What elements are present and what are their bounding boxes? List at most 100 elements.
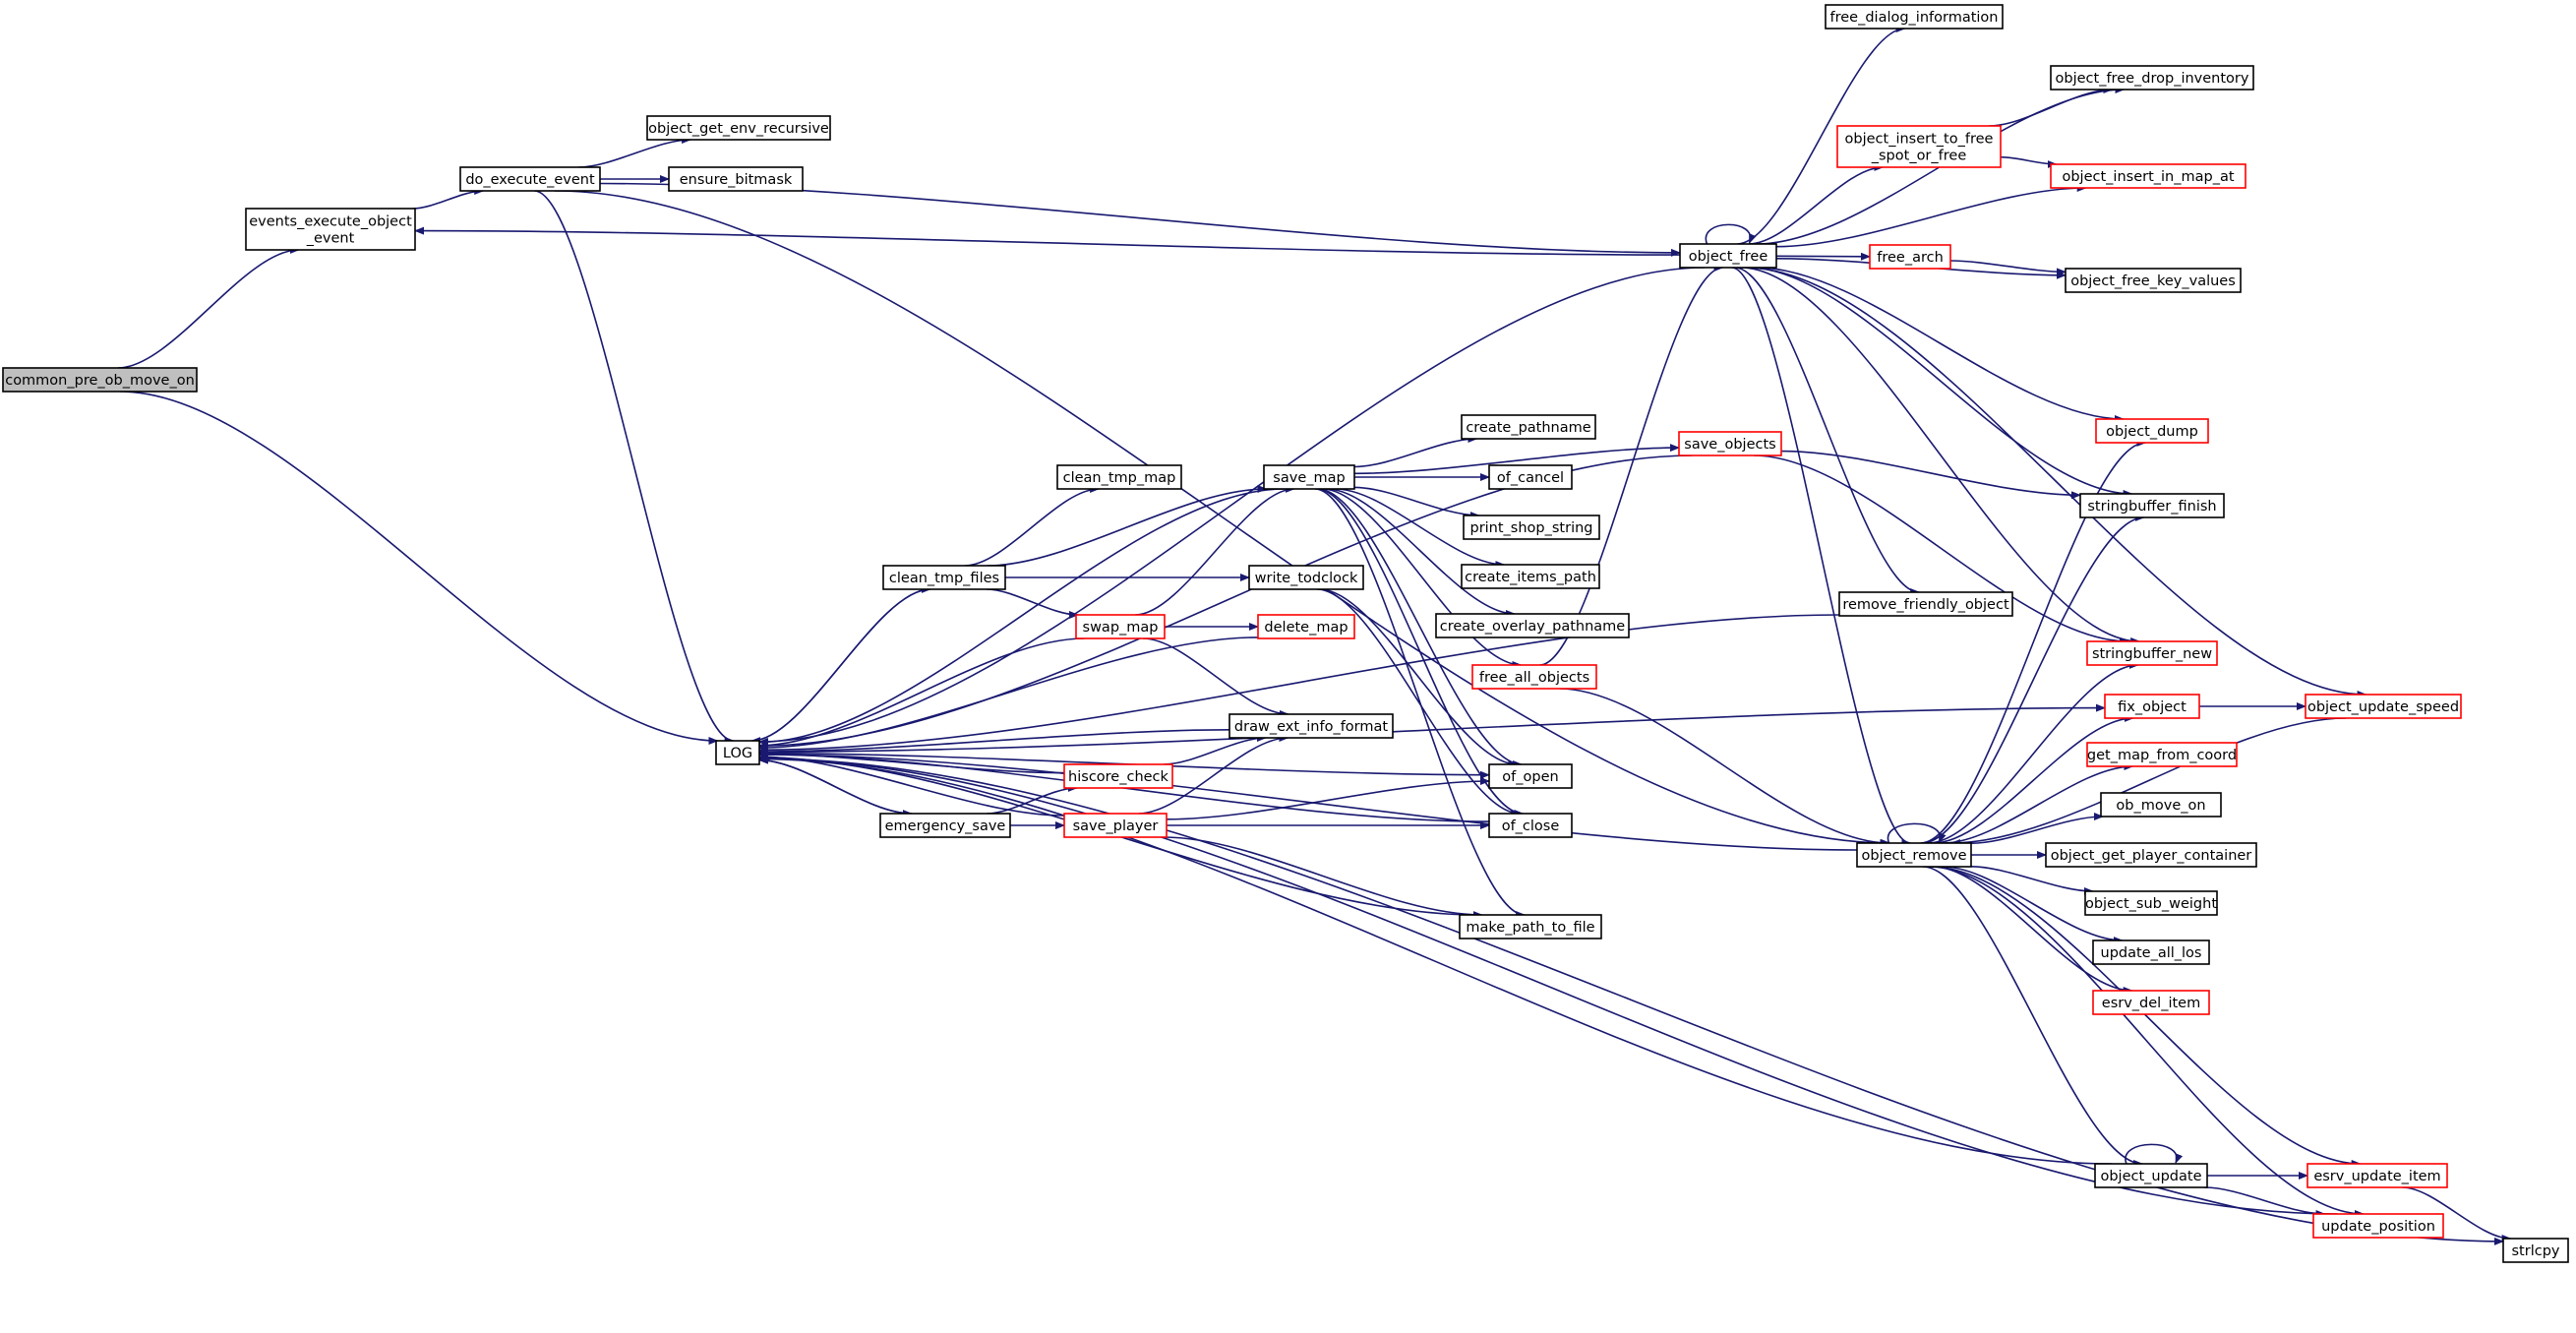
node-box xyxy=(715,740,760,765)
node-of-open[interactable]: of_open xyxy=(1488,763,1573,789)
node-object-insert-in-map-at[interactable]: object_insert_in_map_at xyxy=(2050,163,2247,189)
node-box xyxy=(1679,243,1777,269)
edge-save_map-to-create_pathname xyxy=(1353,435,1478,468)
node-free-arch[interactable]: free_arch xyxy=(1869,244,1951,270)
node-object-get-player-container[interactable]: object_get_player_container xyxy=(2045,842,2257,868)
node-label: create_pathname xyxy=(1466,420,1590,436)
node-label: ensure_bitmask xyxy=(680,172,793,188)
node-label: object_update xyxy=(2100,1169,2201,1184)
node-free-all-objects[interactable]: free_all_objects xyxy=(1471,664,1597,690)
node-box xyxy=(2502,1238,2569,1263)
edge-object_free-to-object_remove xyxy=(1731,267,1912,847)
node-object-dump[interactable]: object_dump xyxy=(2095,418,2209,444)
edge-object_remove-to-object_remove xyxy=(1887,822,1947,844)
node-hiscore-check[interactable]: hiscore_check xyxy=(1063,763,1173,789)
node-box xyxy=(1461,564,1600,589)
node-print-shop-string[interactable]: print_shop_string xyxy=(1463,515,1600,540)
node-delete-map[interactable]: delete_map xyxy=(1257,614,1355,639)
node-write-todclock[interactable]: write_todclock xyxy=(1248,565,1364,590)
node-remove-friendly-object[interactable]: remove_friendly_object xyxy=(1838,591,2013,617)
node-box xyxy=(1825,4,2004,30)
edge-swap_map-to-LOG xyxy=(758,637,1085,750)
node-label: get_map_from_coord xyxy=(2087,748,2237,763)
node-of-cancel[interactable]: of_cancel xyxy=(1488,464,1573,490)
node-label: hiscore_check xyxy=(1068,769,1168,785)
node-clean-tmp-map[interactable]: clean_tmp_map xyxy=(1056,464,1182,490)
node-emergency-save[interactable]: emergency_save xyxy=(879,813,1011,838)
node-common-pre-ob-move-on[interactable]: common_pre_ob_move_on xyxy=(2,367,198,393)
node-box xyxy=(2100,792,2222,818)
edge-object_remove-to-object_sub_weight xyxy=(1970,866,2094,895)
node-box xyxy=(1678,431,1782,456)
edge-save_player-to-make_path_to_file xyxy=(1164,836,1483,919)
node-save-player[interactable]: save_player xyxy=(1063,813,1168,838)
edge-clean_tmp_files-to-swap_map xyxy=(986,588,1079,619)
edge-object_free-to-object_update_speed xyxy=(1745,267,2367,698)
node-box xyxy=(1869,244,1951,270)
edge-clean_tmp_files-to-save_map xyxy=(987,485,1268,567)
node-save-map[interactable]: save_map xyxy=(1263,464,1355,490)
edge-clean_tmp_files-to-clean_tmp_map xyxy=(964,485,1101,567)
node-object-update[interactable]: object_update xyxy=(2094,1163,2208,1188)
node-free-dialog-information[interactable]: free_dialog_information xyxy=(1825,4,2004,30)
edge-save_player-to-draw_ext_info_format xyxy=(1138,734,1289,815)
node-get-map-from-coord[interactable]: get_map_from_coord xyxy=(2086,742,2238,767)
node-do-execute-event[interactable]: do_execute_event xyxy=(459,166,601,192)
node-fix-object[interactable]: fix_object xyxy=(2104,694,2200,719)
node-box xyxy=(1463,515,1600,540)
node-ob-move-on[interactable]: ob_move_on xyxy=(2100,792,2222,818)
node-object-free-drop-inventory[interactable]: object_free_drop_inventory xyxy=(2050,65,2254,91)
node-swap-map[interactable]: swap_map xyxy=(1075,614,1166,639)
node-box xyxy=(882,565,1006,590)
node-box xyxy=(2086,640,2218,666)
edge-do_execute_event-to-object_remove xyxy=(554,190,1891,847)
node-of-close[interactable]: of_close xyxy=(1488,813,1573,838)
edge-object_free-to-events_execute_object_event xyxy=(414,226,1681,256)
node-object-get-env-recursive[interactable]: object_get_env_recursive xyxy=(646,115,831,141)
edge-object_remove-to-stringbuffer_finish xyxy=(1922,514,2145,844)
node-object-remove[interactable]: object_remove xyxy=(1856,842,1972,868)
node-object-free-key-values[interactable]: object_free_key_values xyxy=(2065,268,2242,293)
node-esrv-del-item[interactable]: esrv_del_item xyxy=(2092,990,2210,1015)
node-create-overlay-pathname[interactable]: create_overlay_pathname xyxy=(1435,613,1630,638)
node-box xyxy=(1856,842,1972,868)
node-strlcpy[interactable]: strlcpy xyxy=(2502,1238,2569,1263)
node-ensure-bitmask[interactable]: ensure_bitmask xyxy=(668,166,804,192)
node-label: clean_tmp_files xyxy=(889,571,999,586)
node-update-position[interactable]: update_position xyxy=(2312,1213,2444,1239)
edge-common_pre_ob_move_on-to-events_execute_object_event xyxy=(117,246,300,369)
edge-LOG-to-clean_tmp_files xyxy=(751,585,931,742)
edge-object_remove-to-fix_object xyxy=(1933,714,2134,844)
node-object-insert-to-free-spot-or-free[interactable]: object_insert_to_free_spot_or_free xyxy=(1836,125,2002,168)
node-label: esrv_update_item xyxy=(2313,1169,2440,1184)
node-create-items-path[interactable]: create_items_path xyxy=(1461,564,1600,589)
node-box xyxy=(2045,842,2257,868)
node-object-free[interactable]: object_free xyxy=(1679,243,1777,269)
node-stringbuffer-new[interactable]: stringbuffer_new xyxy=(2086,640,2218,666)
node-clean-tmp-files[interactable]: clean_tmp_files xyxy=(882,565,1006,590)
node-box xyxy=(2,367,198,393)
node-label: ob_move_on xyxy=(2116,798,2205,814)
node-save-objects[interactable]: save_objects xyxy=(1678,431,1782,456)
node-create-pathname[interactable]: create_pathname xyxy=(1461,414,1596,440)
node-esrv-update-item[interactable]: esrv_update_item xyxy=(2306,1163,2448,1188)
node-label: common_pre_ob_move_on xyxy=(5,373,195,389)
node-update-all-los[interactable]: update_all_los xyxy=(2092,939,2210,965)
node-label: fix_object xyxy=(2118,699,2187,715)
node-label: write_todclock xyxy=(1255,571,1358,586)
node-object-update-speed[interactable]: object_update_speed xyxy=(2305,694,2462,719)
edge-save_objects-to-stringbuffer_finish xyxy=(1780,450,2081,500)
node-object-sub-weight[interactable]: object_sub_weight xyxy=(2084,890,2218,916)
node-draw-ext-info-format[interactable]: draw_ext_info_format xyxy=(1228,713,1394,739)
nodes-layer: common_pre_ob_move_on events_execute_obje… xyxy=(2,4,2569,1263)
edge-write_todclock-to-of_close xyxy=(1316,588,1522,818)
node-events-execute-object-event[interactable]: events_execute_object_event xyxy=(245,208,416,251)
node-make-path-to-file[interactable]: make_path_to_file xyxy=(1459,914,1602,939)
node-stringbuffer-finish[interactable]: stringbuffer_finish xyxy=(2079,493,2225,518)
edge-object_update-to-object_update xyxy=(2125,1143,2184,1165)
node-box xyxy=(1263,464,1355,490)
node-label: stringbuffer_finish xyxy=(2087,499,2216,515)
node-LOG[interactable]: LOG xyxy=(715,740,760,765)
node-box xyxy=(1063,813,1168,838)
